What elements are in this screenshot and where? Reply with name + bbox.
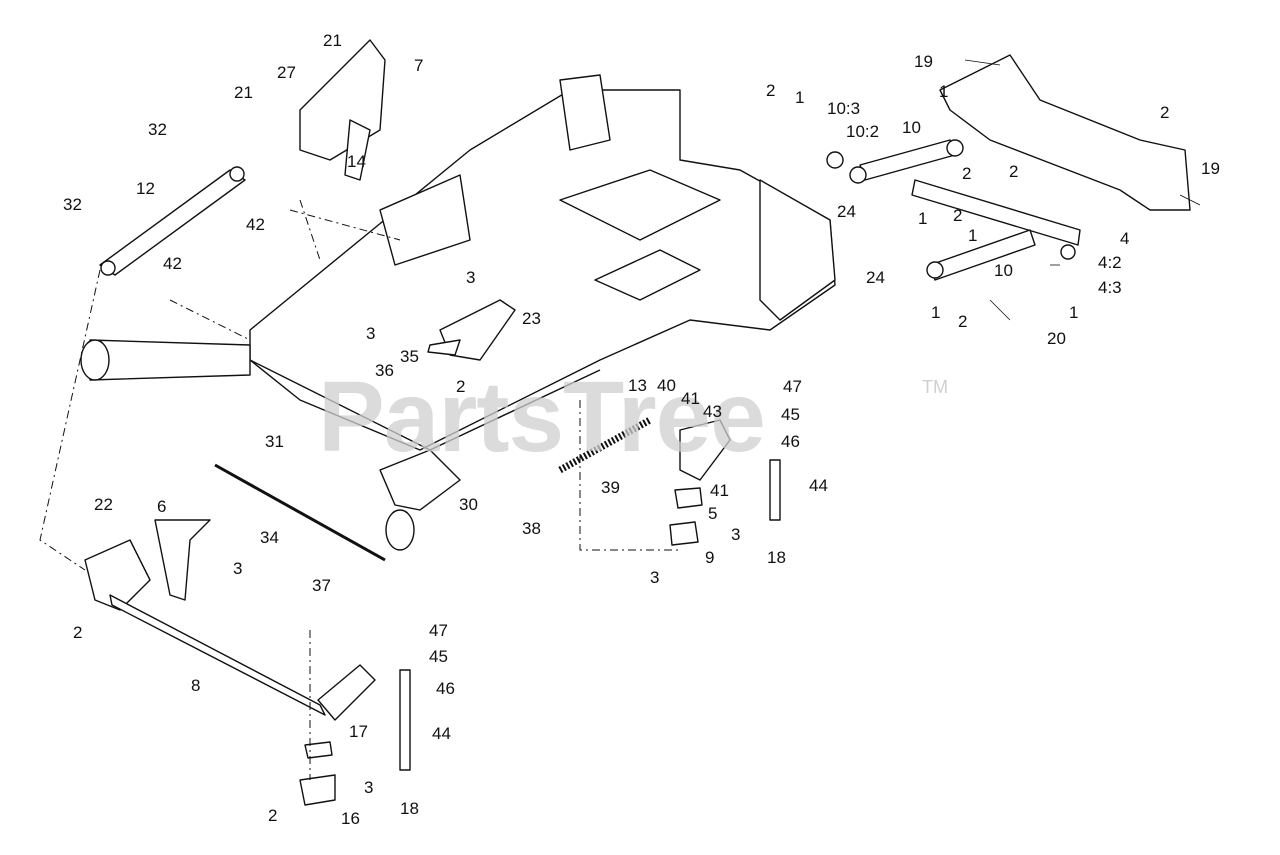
watermark: PartsTree — [318, 361, 766, 473]
callout: 22 — [94, 495, 113, 514]
callout: 2 — [766, 81, 776, 100]
leader-lines-solid — [964, 59, 1201, 321]
callout: 2 — [958, 312, 968, 331]
callout: 24 — [866, 268, 885, 287]
callout: 1 — [795, 88, 805, 107]
callout: 46 — [781, 432, 800, 451]
callout: 19 — [914, 52, 933, 71]
callout: 35 — [400, 347, 419, 366]
callout: 43 — [703, 402, 722, 421]
callout: 36 — [375, 361, 394, 380]
callout: 45 — [781, 405, 800, 424]
callout: 31 — [265, 432, 284, 451]
callout: 4:3 — [1098, 278, 1122, 297]
callout: 7 — [414, 56, 424, 75]
callout: 2 — [962, 164, 972, 183]
callout: 10 — [994, 261, 1013, 280]
callout: 46 — [436, 679, 455, 698]
callout: 32 — [148, 120, 167, 139]
callout: 1 — [968, 226, 978, 245]
callout: 1 — [918, 209, 928, 228]
callout: 37 — [312, 576, 331, 595]
callout: 1 — [1069, 303, 1079, 322]
frame-assembly — [80, 39, 1191, 806]
callout: 18 — [767, 548, 786, 567]
callout: 10:2 — [846, 122, 880, 141]
callout: 20 — [1047, 329, 1066, 348]
callout: 16 — [341, 809, 360, 828]
callout: 17 — [349, 722, 368, 741]
callout: 10 — [902, 118, 921, 137]
callout: 38 — [522, 519, 541, 538]
callout: 9 — [705, 548, 715, 567]
callout: 27 — [277, 63, 296, 82]
callout: 14 — [347, 152, 366, 171]
callout: 2 — [456, 377, 466, 396]
watermark-trademark: TM — [922, 377, 948, 397]
callout: 4:2 — [1098, 253, 1122, 272]
callout: 8 — [191, 676, 201, 695]
callout: 19 — [1201, 159, 1220, 178]
callout: 6 — [157, 497, 167, 516]
callout: 2 — [1009, 162, 1019, 181]
callout: 2 — [1160, 103, 1170, 122]
callout: 18 — [400, 799, 419, 818]
callout: 10:3 — [827, 99, 861, 118]
callout: 3 — [466, 268, 476, 287]
callout: 1 — [931, 303, 941, 322]
callout: 3 — [731, 525, 741, 544]
callout: 21 — [234, 83, 253, 102]
callout: 41 — [681, 389, 700, 408]
callout: 3 — [366, 324, 376, 343]
callout: 1 — [939, 82, 949, 101]
callout: 2 — [73, 623, 83, 642]
callout: 3 — [650, 568, 660, 587]
callout: 45 — [429, 647, 448, 666]
callout: 21 — [323, 31, 342, 50]
callout: 40 — [657, 376, 676, 395]
callout: 34 — [260, 528, 279, 547]
callout: 4 — [1120, 229, 1130, 248]
callout: 3 — [233, 559, 243, 578]
callout: 5 — [708, 504, 718, 523]
callout: 2 — [953, 206, 963, 225]
callout: 32 — [63, 195, 82, 214]
callout: 47 — [429, 621, 448, 640]
callout: 44 — [809, 476, 828, 495]
callout: 12 — [136, 179, 155, 198]
callout: 39 — [601, 478, 620, 497]
callout: 23 — [522, 309, 541, 328]
callout: 41 — [710, 481, 729, 500]
callout: 30 — [459, 495, 478, 514]
callout: 2 — [268, 806, 278, 825]
callout: 13 — [628, 376, 647, 395]
callout: 24 — [837, 202, 856, 221]
callout: 44 — [432, 724, 451, 743]
leader-lines — [39, 199, 680, 780]
callout: 42 — [163, 254, 182, 273]
callout: 47 — [783, 377, 802, 396]
callout: 3 — [364, 778, 374, 797]
callout: 42 — [246, 215, 265, 234]
